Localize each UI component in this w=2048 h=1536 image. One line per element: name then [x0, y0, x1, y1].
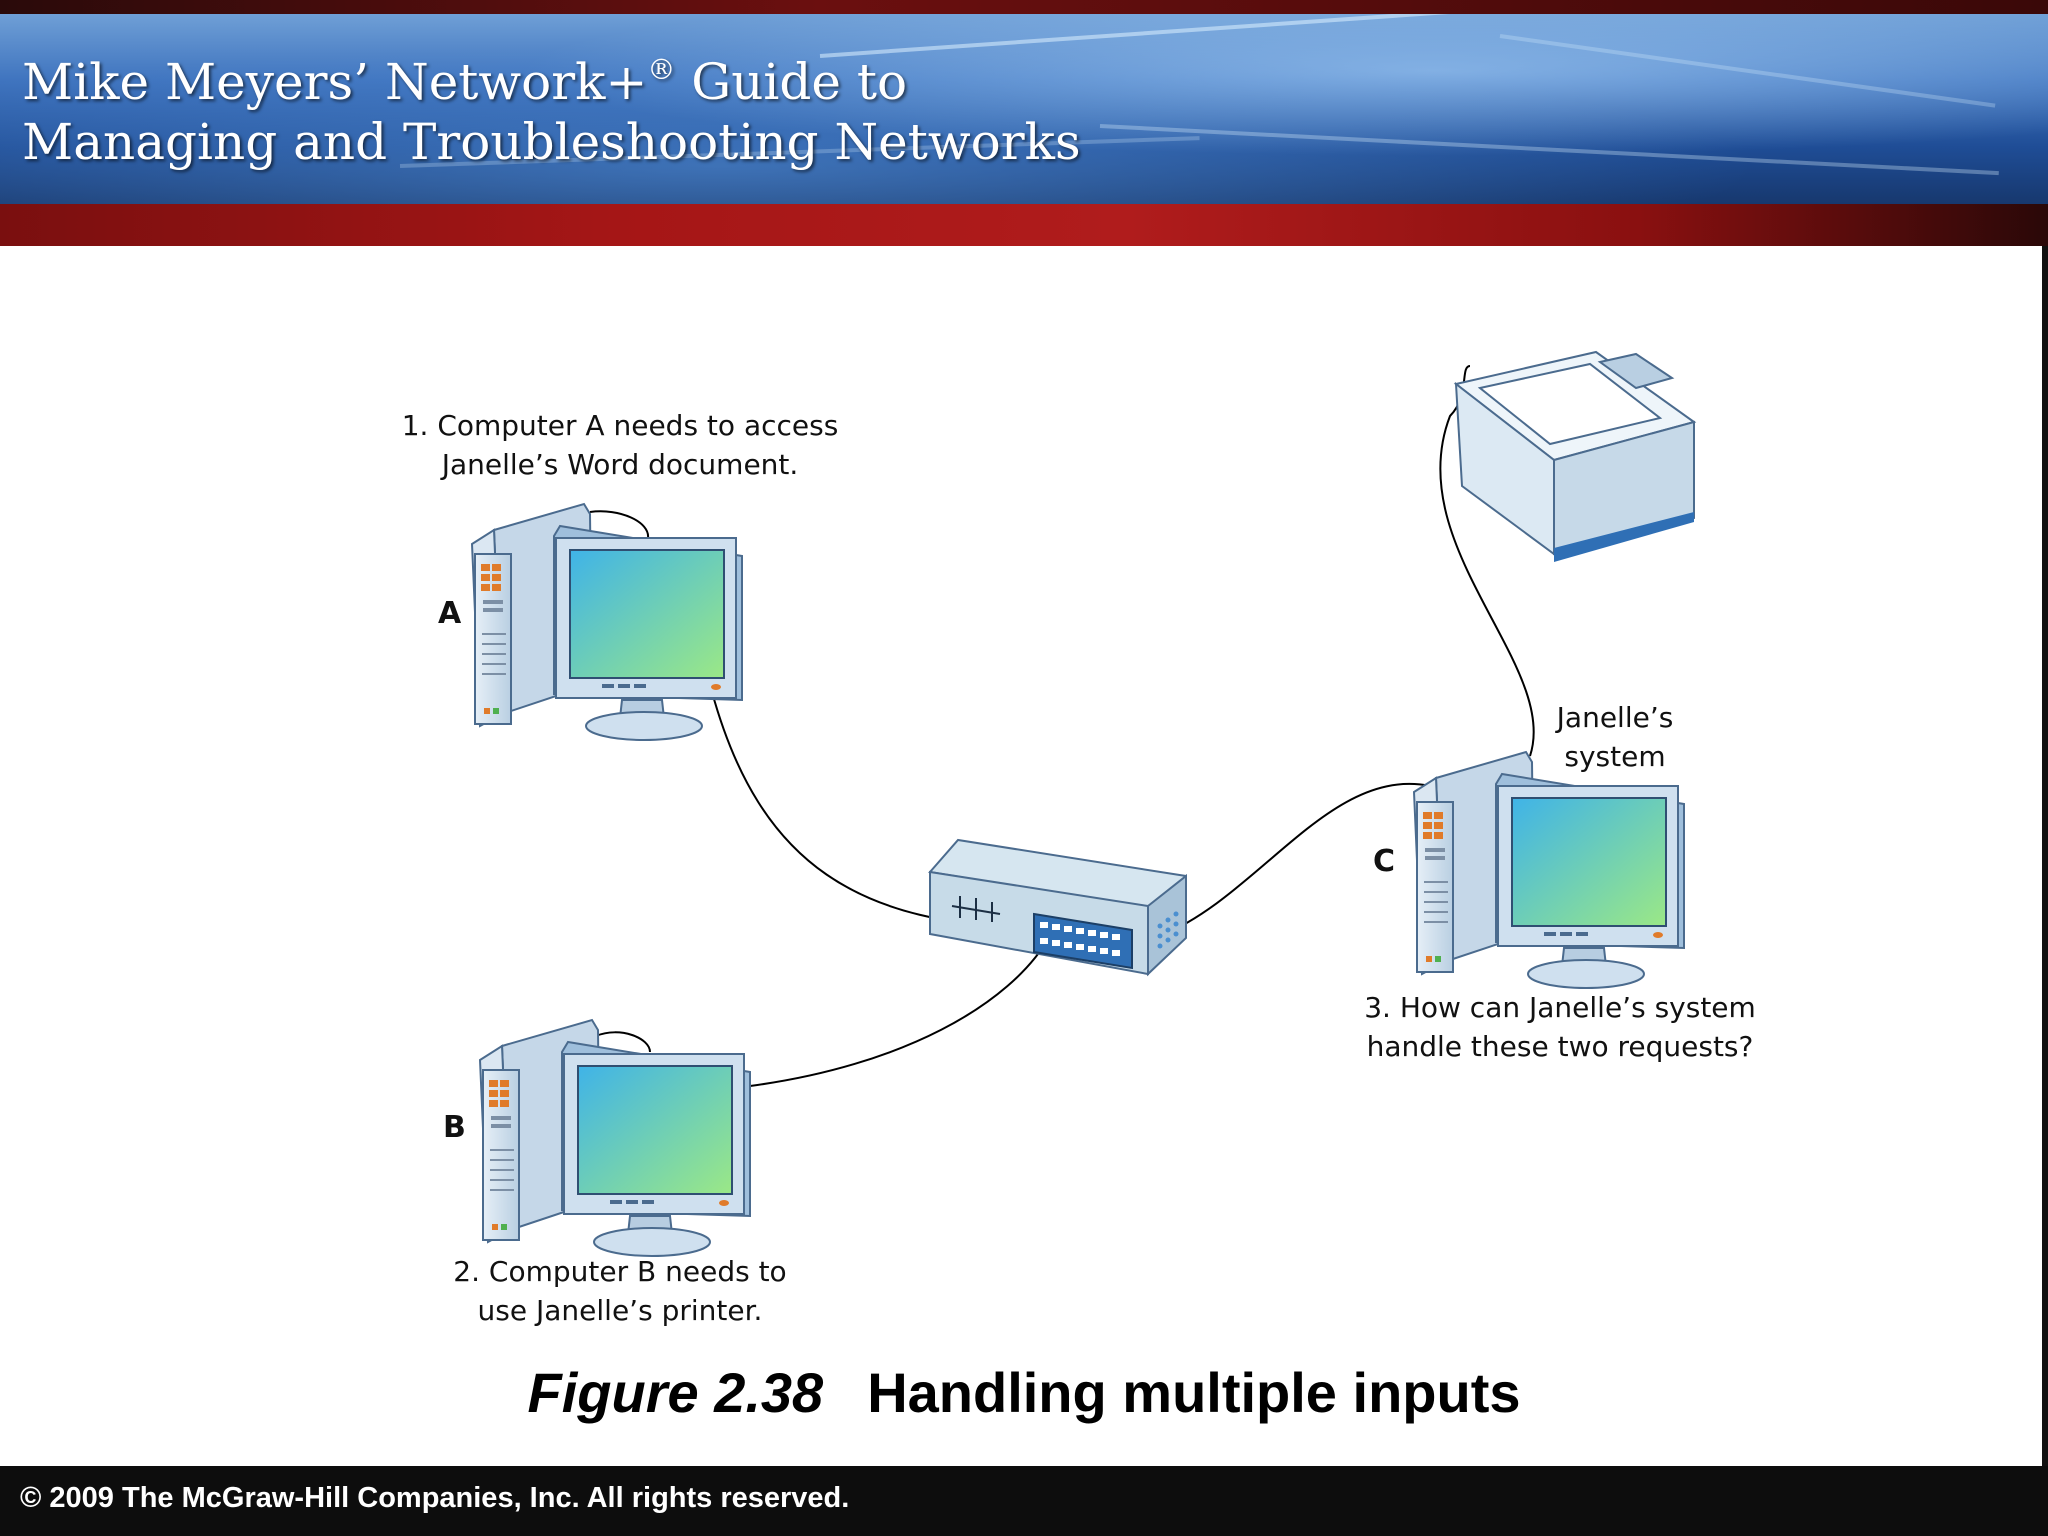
banner-top-strip	[0, 0, 2048, 14]
banner-red-strip	[0, 204, 2048, 246]
slide-header-banner: Mike Meyers’ Network+® Guide to Managing…	[0, 0, 2048, 246]
cable-a-internal	[589, 510, 650, 539]
network-diagram: 1. Computer A needs to access Janelle’s …	[0, 246, 2048, 1466]
figure-caption: Figure 2.38 Handling multiple inputs	[0, 1360, 2048, 1425]
book-title-line2: Managing and Troubleshooting Networks	[22, 113, 1081, 171]
computer-b	[479, 1019, 751, 1257]
computer-a-label: A	[438, 596, 462, 631]
network-hub	[928, 838, 1187, 977]
cable-b-internal	[595, 1031, 651, 1053]
step2-label: 2. Computer B needs to use Janelle’s pri…	[453, 1255, 787, 1327]
slide-right-edge	[2042, 246, 2048, 1466]
step1-label: 1. Computer A needs to access Janelle’s …	[401, 409, 839, 481]
diagram-canvas	[471, 350, 1697, 1257]
book-title: Mike Meyers’ Network+® Guide to Managing…	[22, 52, 1081, 172]
banner-network-graphic	[0, 14, 2048, 204]
step3-label: 3. How can Janelle’s system handle these…	[1364, 991, 1756, 1063]
printer	[1453, 350, 1697, 562]
computer-c-label: C	[1373, 844, 1396, 879]
computer-a	[471, 503, 743, 741]
book-title-line1: Mike Meyers’ Network+® Guide to	[22, 53, 908, 111]
cable-b-to-hub	[749, 935, 1051, 1087]
janelles-system-label: Janelle’s system	[1556, 701, 1674, 773]
computer-c-janelles-system	[1413, 751, 1685, 989]
figure-title: Handling multiple inputs	[867, 1361, 1521, 1424]
slide-footer: © 2009 The McGraw-Hill Companies, Inc. A…	[0, 1466, 2048, 1536]
computer-b-label: B	[443, 1110, 466, 1145]
figure-number: Figure 2.38	[527, 1361, 824, 1424]
copyright-notice: © 2009 The McGraw-Hill Companies, Inc. A…	[20, 1482, 850, 1514]
cable-hub-to-c	[1159, 783, 1431, 937]
